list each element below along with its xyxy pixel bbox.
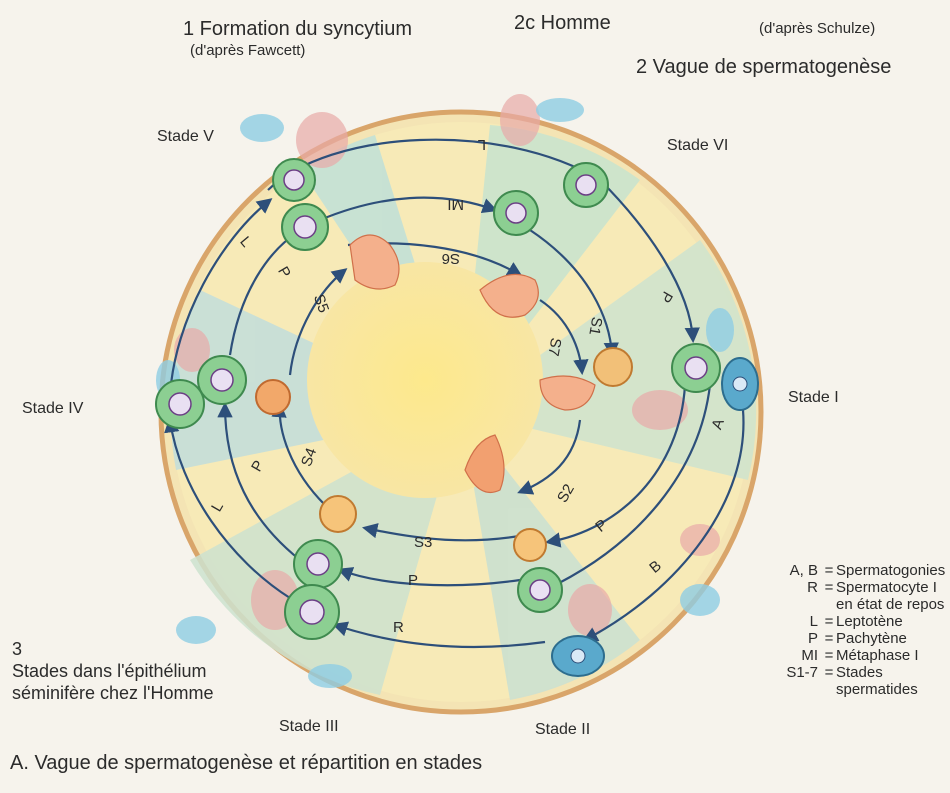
legend: A, B=Spermatogonies R=Spermatocyte I en … (748, 562, 950, 698)
legend-row: MI=Métaphase I (748, 647, 950, 664)
title-schulze-source: (d'après Schulze) (759, 20, 875, 37)
legend-row: L=Leptotène (748, 613, 950, 630)
title-formation-syncytium: 1 Formation du syncytium (183, 18, 412, 41)
stage-label-III: Stade III (279, 718, 339, 736)
stage-label-I: Stade I (788, 389, 839, 407)
legend-equals: = (822, 664, 836, 681)
legend-key: L (748, 613, 822, 630)
arrow-label-L-top: L (478, 136, 486, 153)
arrow-label-S1: S1 (585, 316, 605, 337)
legend-value: Métaphase I (836, 647, 950, 664)
section-3-line1: Stades dans l'épithélium (12, 660, 214, 682)
legend-equals: = (822, 579, 836, 596)
figure-caption: A. Vague de spermatogenèse et répartitio… (10, 752, 482, 775)
legend-row: P=Pachytène (748, 630, 950, 647)
section-3-number: 3 (12, 638, 214, 660)
spermatogonium-cell (722, 358, 758, 410)
legend-value: Stades (836, 664, 950, 681)
stage-label-VI: Stade VI (667, 137, 728, 155)
arrow-label-R: R (393, 619, 404, 636)
legend-key (748, 596, 822, 613)
spermatocyte-cell (282, 204, 328, 250)
spermatocyte-cell (494, 191, 538, 235)
spermatogonium-cell (552, 636, 604, 676)
spermatocyte-cell (156, 380, 204, 428)
legend-key: P (748, 630, 822, 647)
legend-equals (822, 681, 836, 698)
legend-equals (822, 596, 836, 613)
legend-row: R=Spermatocyte I (748, 579, 950, 596)
arrow-label-S3: S3 (414, 534, 432, 551)
legend-value: en état de repos (836, 596, 950, 613)
section-3-label: 3 Stades dans l'épithélium séminifère ch… (12, 638, 214, 704)
spermatocyte-cell (294, 540, 342, 588)
legend-key: A, B (748, 562, 822, 579)
title-fawcett-source: (d'après Fawcett) (190, 42, 305, 59)
stage-label-IV: Stade IV (22, 400, 83, 418)
legend-value: Spermatogonies (836, 562, 950, 579)
spermatocyte-cell (672, 344, 720, 392)
legend-value: Leptotène (836, 613, 950, 630)
legend-equals: = (822, 562, 836, 579)
stage-label-II: Stade II (535, 721, 590, 739)
legend-value: spermatides (836, 681, 950, 698)
spermatocyte-cell (273, 159, 315, 201)
legend-row: S1-7=Stades (748, 664, 950, 681)
stage-label-V: Stade V (157, 128, 214, 146)
arrow-label-S7: S7 (544, 336, 564, 357)
legend-row: spermatides (748, 681, 950, 698)
arrow-label-P-bottom: P (408, 572, 418, 589)
arrow-label-S6: S6 (442, 250, 460, 267)
spermatocyte-cell (518, 568, 562, 612)
legend-key (748, 681, 822, 698)
legend-equals: = (822, 647, 836, 664)
legend-value: Pachytène (836, 630, 950, 647)
spermatocyte-cell (564, 163, 608, 207)
legend-key: S1-7 (748, 664, 822, 681)
spermatocyte-cell (198, 356, 246, 404)
arrow-label-MI: MI (447, 196, 464, 213)
legend-equals: = (822, 630, 836, 647)
title-homme: 2c Homme (514, 12, 611, 35)
legend-key: MI (748, 647, 822, 664)
legend-value: Spermatocyte I (836, 579, 950, 596)
legend-key: R (748, 579, 822, 596)
section-3-line2: séminifère chez l'Homme (12, 682, 214, 704)
title-vague-spermatogenese: 2 Vague de spermatogenèse (636, 56, 891, 79)
legend-row: A, B=Spermatogonies (748, 562, 950, 579)
legend-row: en état de repos (748, 596, 950, 613)
legend-equals: = (822, 613, 836, 630)
spermatocyte-cell (285, 585, 339, 639)
